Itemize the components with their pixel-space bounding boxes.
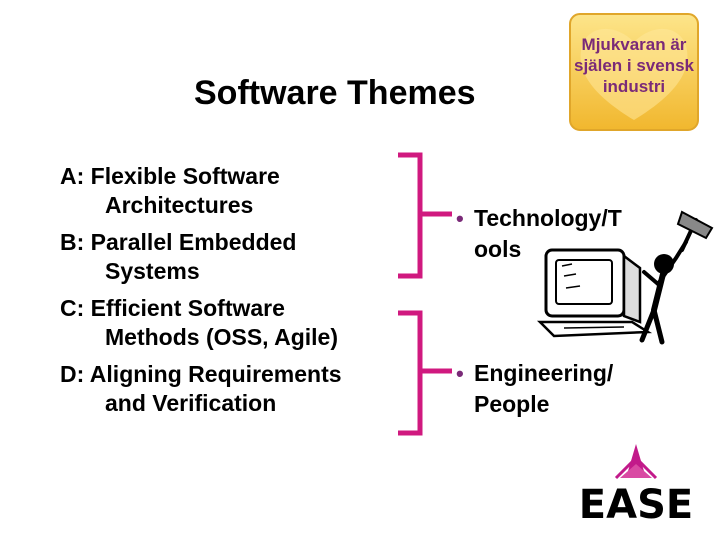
theme-line: C: Efficient Software <box>60 295 285 321</box>
heart-badge-icon <box>569 13 699 131</box>
category-line: ools <box>474 236 522 262</box>
category-line: Technology/T <box>474 205 622 231</box>
bullet-icon: • <box>456 361 464 386</box>
theme-item: D: Aligning Requirements and Verificatio… <box>60 360 420 418</box>
themes-list: A: Flexible Software Architectures B: Pa… <box>60 162 420 426</box>
badge-line: Mjukvaran är <box>581 35 687 54</box>
badge-text: Mjukvaran är själen i svensk industri <box>572 34 696 97</box>
category-engineering: • Engineering/ People <box>456 358 613 420</box>
theme-item: B: Parallel Embedded Systems <box>60 228 420 286</box>
theme-item: C: Efficient Software Methods (OSS, Agil… <box>60 294 420 352</box>
logo-text: EASE <box>579 482 693 522</box>
category-technology: • Technology/T ools <box>456 203 622 265</box>
badge-line: själen i svensk <box>573 56 695 75</box>
theme-line: Systems <box>105 258 200 284</box>
ease-logo-icon: EASE <box>579 444 693 522</box>
slide-title: Software Themes <box>194 74 476 112</box>
computer-hammer-clipart-icon <box>536 210 714 345</box>
theme-item: A: Flexible Software Architectures <box>60 162 420 220</box>
badge-line: industri <box>602 77 666 96</box>
theme-line: B: Parallel Embedded <box>60 229 297 255</box>
theme-line: Methods (OSS, Agile) <box>105 324 338 350</box>
theme-line: A: Flexible Software <box>60 163 280 189</box>
theme-line: Architectures <box>105 192 254 218</box>
category-line: People <box>474 391 550 417</box>
theme-line: and Verification <box>105 390 277 416</box>
category-line: Engineering/ <box>474 360 614 386</box>
bullet-icon: • <box>456 206 464 231</box>
theme-line: D: Aligning Requirements <box>60 361 342 387</box>
